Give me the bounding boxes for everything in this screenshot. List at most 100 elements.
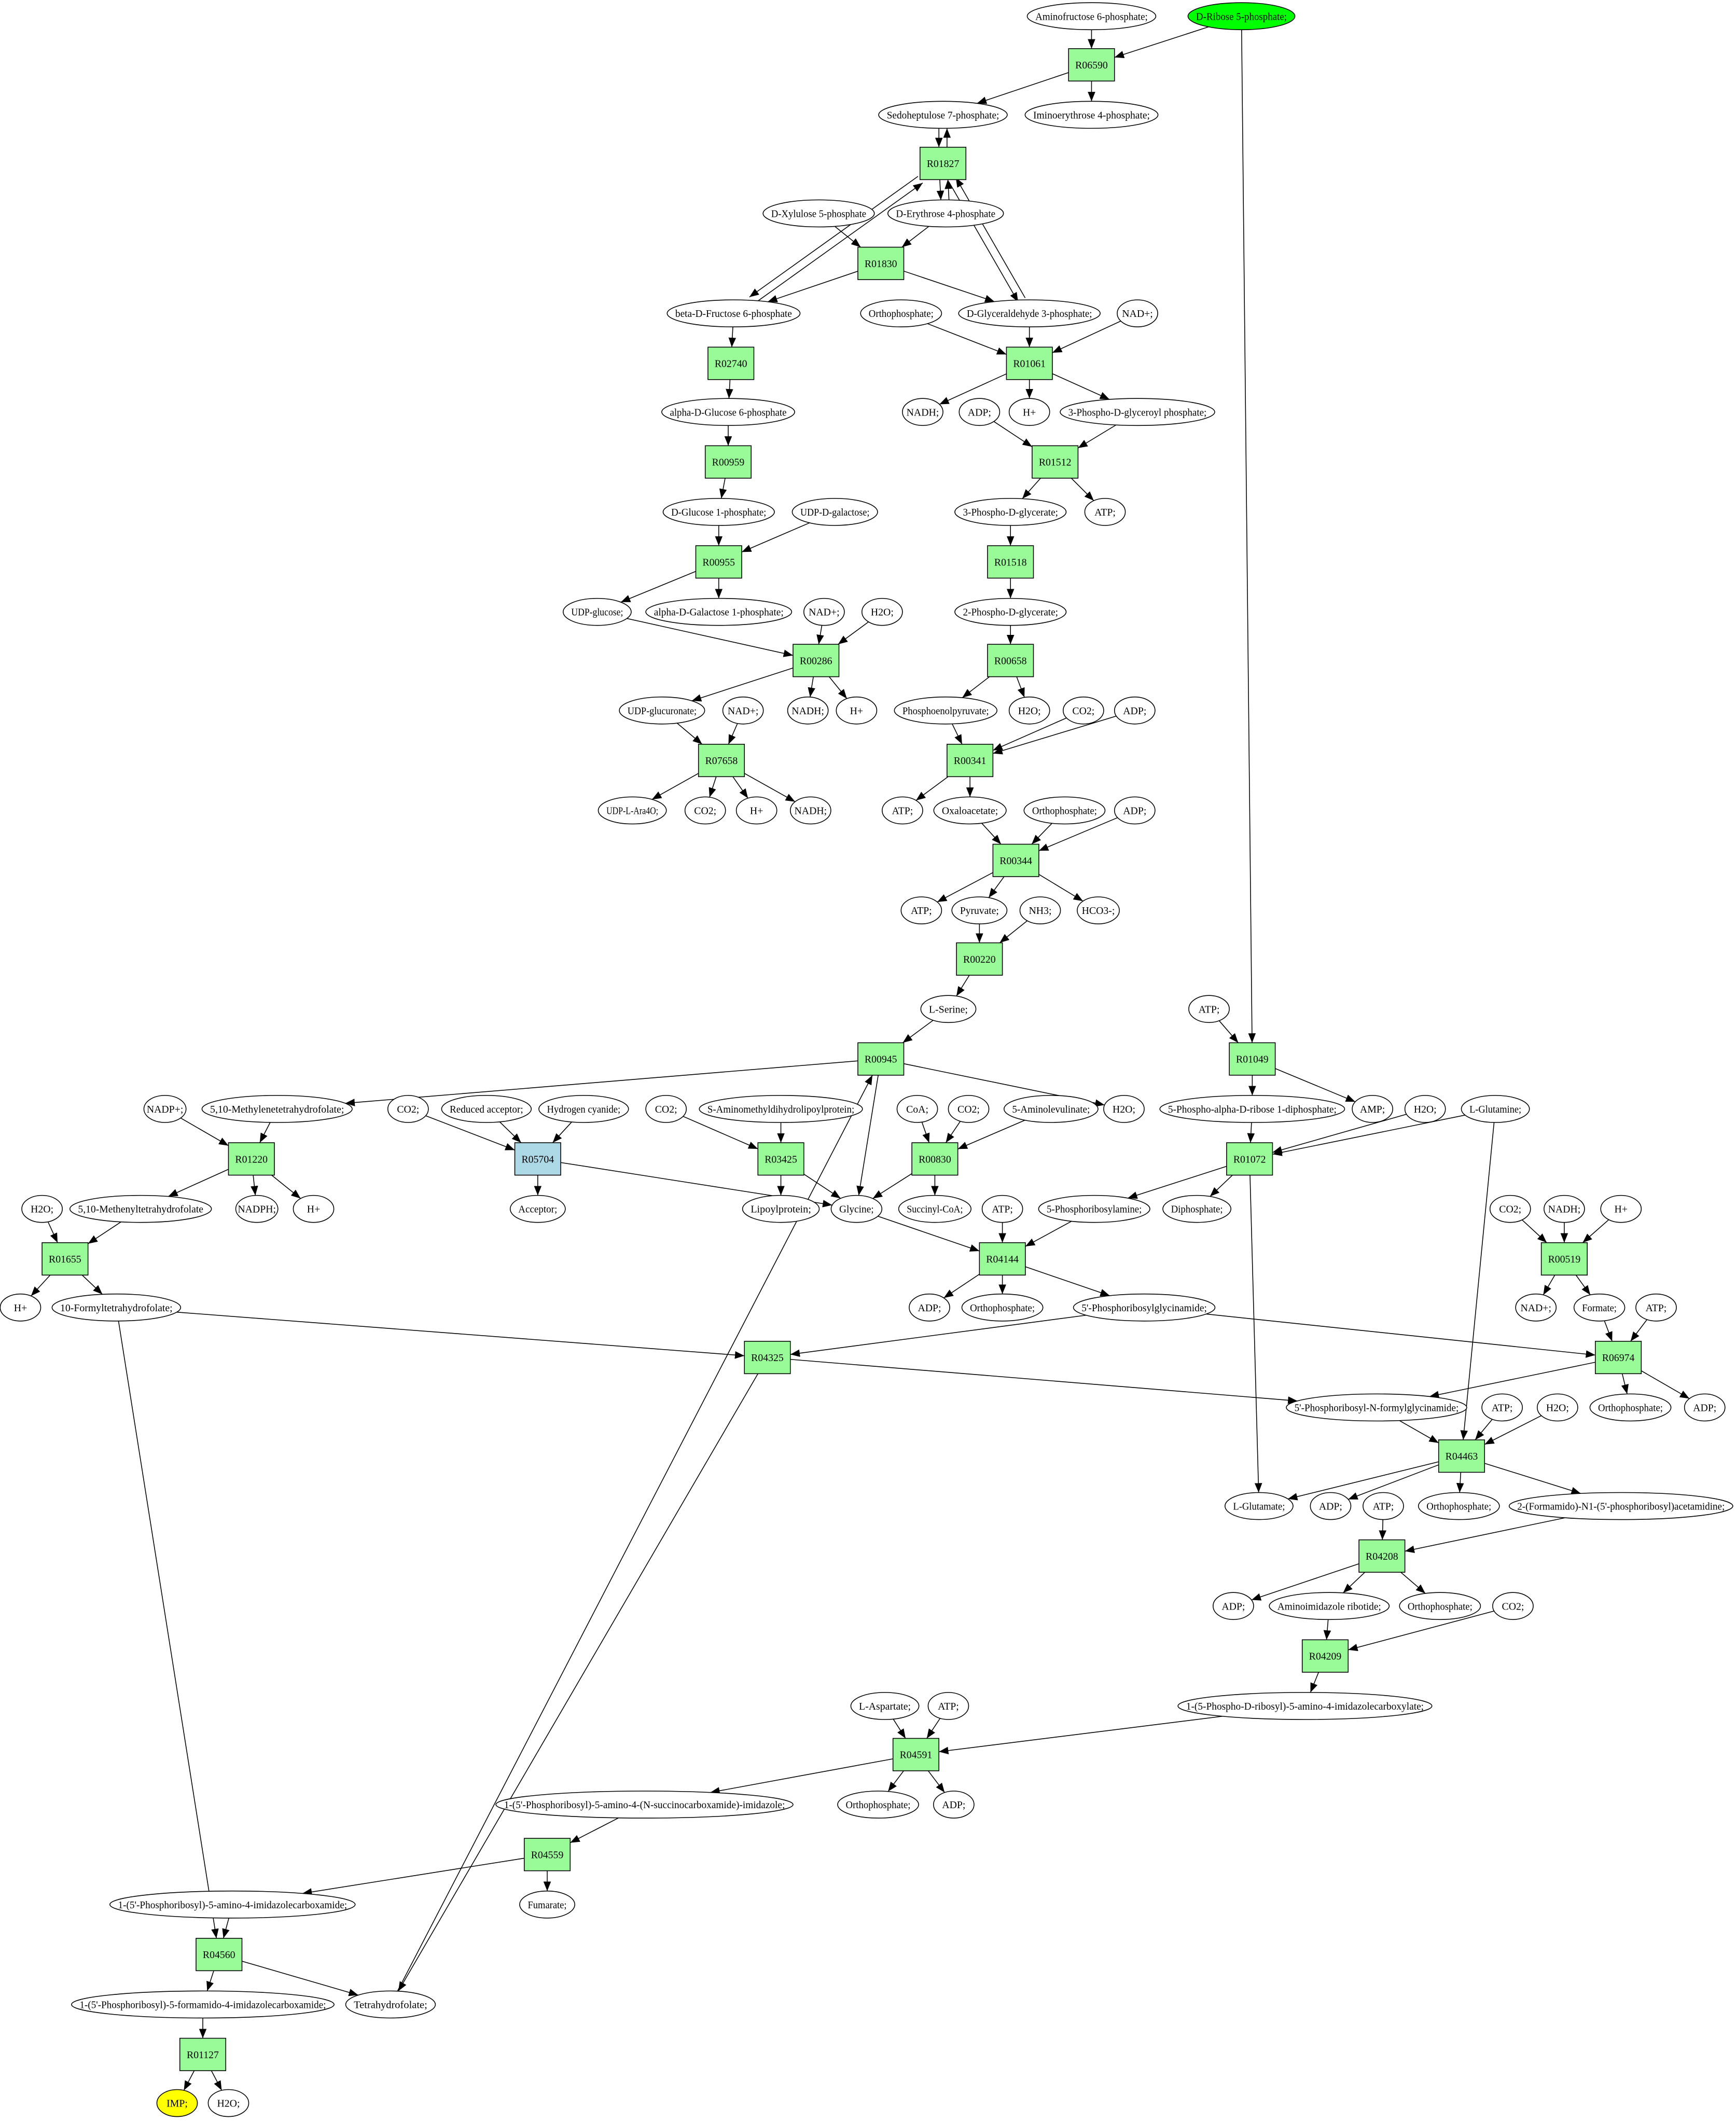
reaction-node-r00341[interactable]: R00341 (947, 744, 994, 778)
compound-node-hco3[interactable]: HCO3-; (1077, 896, 1120, 924)
compound-node-atp[interactable]: ATP; (882, 796, 923, 825)
compound-node-d-glucose-1-phosphate[interactable]: D-Glucose 1-phosphate; (662, 498, 775, 526)
compound-node-adp[interactable]: ADP; (1310, 1492, 1352, 1520)
compound-node-co2[interactable]: CO2; (1489, 1195, 1531, 1223)
compound-node-h[interactable]: H+ (1008, 398, 1050, 426)
compound-node-1-5-phosphoribosyl-5-formamido-4-imidazolecarboxamide[interactable]: 1-(5'-Phosphoribosyl)-5-formamido-4-imid… (71, 1990, 335, 2019)
compound-node-5-phosphoribosylamine[interactable]: 5-Phosphoribosylamine; (1038, 1195, 1150, 1223)
compound-node-atp[interactable]: ATP; (981, 1195, 1023, 1223)
compound-node-nadh[interactable]: NADH; (1544, 1195, 1585, 1223)
compound-node-atp[interactable]: ATP; (1635, 1293, 1677, 1322)
compound-node-10-formyltetrahydrofolate[interactable]: 10-Formyltetrahydrofolate; (51, 1293, 182, 1322)
compound-node-adp[interactable]: ADP; (1213, 1592, 1254, 1620)
compound-node-succinyl-coa[interactable]: Succinyl-CoA; (898, 1195, 971, 1223)
compound-node-nad[interactable]: NAD+; (1515, 1293, 1557, 1322)
compound-node-tetrahydrofolate[interactable]: Tetrahydrofolate; (345, 1990, 436, 2019)
reaction-node-r07658[interactable]: R07658 (698, 744, 745, 778)
compound-node-1-5-phosphoribosyl-5-amino-4-imidazolecarboxamide[interactable]: 1-(5'-Phosphoribosyl)-5-amino-4-imidazol… (109, 1890, 356, 1919)
reaction-node-r04325[interactable]: R04325 (744, 1341, 791, 1375)
compound-node-3-phospho-d-glyceroyl-phosphate[interactable]: 3-Phospho-D-glyceroyl phosphate; (1060, 398, 1215, 426)
compound-node-d-xylulose-5-phosphate[interactable]: D-Xylulose 5-phosphate (762, 199, 875, 228)
compound-node-orthophosphate[interactable]: Orthophosphate; (1418, 1492, 1500, 1520)
compound-node-5-phosphoribosylglycinamide[interactable]: 5'-Phosphoribosylglycinamide; (1073, 1293, 1216, 1322)
compound-node-atp[interactable]: ATP; (1188, 995, 1230, 1023)
compound-node-l-glutamate[interactable]: L-Glutamate; (1224, 1492, 1294, 1520)
compound-node-atp[interactable]: ATP; (927, 1692, 969, 1720)
compound-node-s-aminomethyldihydrolipoylprotein[interactable]: S-Aminomethyldihydrolipoylprotein; (699, 1095, 863, 1123)
compound-node-2-phospho-d-glycerate[interactable]: 2-Phospho-D-glycerate; (954, 598, 1067, 626)
compound-node-2-formamido-n1-5-phosphoribosyl-acetamidine[interactable]: 2-(Formamido)-N1-(5'-phosphoribosyl)acet… (1508, 1492, 1733, 1520)
compound-node-co2[interactable]: CO2; (1063, 696, 1104, 725)
compound-node-imp[interactable]: IMP; (156, 2089, 198, 2117)
compound-node-orthophosphate[interactable]: Orthophosphate; (1589, 1393, 1672, 1422)
compound-node-l-glutamine[interactable]: L-Glutamine; (1461, 1095, 1530, 1123)
compound-node-nad[interactable]: NAD+; (803, 598, 845, 626)
compound-node-adp[interactable]: ADP; (1684, 1393, 1726, 1422)
compound-node-glycine[interactable]: Glycine; (830, 1195, 883, 1223)
compound-node-adp[interactable]: ADP; (1114, 696, 1156, 725)
reaction-node-r00959[interactable]: R00959 (704, 445, 752, 479)
reaction-node-r04209[interactable]: R04209 (1301, 1639, 1349, 1673)
compound-node-h[interactable]: H+ (0, 1293, 41, 1322)
compound-node-h2o[interactable]: H2O; (1103, 1095, 1145, 1123)
compound-node-co2[interactable]: CO2; (1492, 1592, 1534, 1620)
compound-node-d-ribose-5-phosphate[interactable]: D-Ribose 5-phosphate; (1187, 2, 1296, 31)
compound-node-formate[interactable]: Formate; (1573, 1293, 1626, 1322)
compound-node-d-glyceraldehyde-3-phosphate[interactable]: D-Glyceraldehyde 3-phosphate; (958, 299, 1101, 327)
compound-node-nh3[interactable]: NH3; (1019, 896, 1061, 924)
compound-node-l-serine[interactable]: L-Serine; (920, 995, 977, 1023)
compound-node-h[interactable]: H+ (1600, 1195, 1642, 1223)
compound-node-nadh[interactable]: NADH; (787, 696, 829, 725)
compound-node-udp-d-galactose[interactable]: UDP-D-galactose; (791, 498, 878, 526)
compound-node-atp[interactable]: ATP; (900, 896, 942, 924)
compound-node-5-10-methylenetetrahydrofolate[interactable]: 5,10-Methylenetetrahydrofolate; (201, 1095, 353, 1123)
reaction-node-r00220[interactable]: R00220 (956, 942, 1003, 976)
compound-node-udp-l-ara4o[interactable]: UDP-L-Ara4O; (598, 796, 667, 825)
compound-node-iminoerythrose-4-phosphate[interactable]: Iminoerythrose 4-phosphate; (1024, 101, 1159, 129)
reaction-node-r00658[interactable]: R00658 (987, 644, 1034, 677)
compound-node-nadph[interactable]: NADPH; (235, 1195, 279, 1223)
compound-node-udp-glucose[interactable]: UDP-glucose; (562, 598, 632, 626)
compound-node-adp[interactable]: ADP; (909, 1293, 950, 1322)
compound-node-orthophosphate[interactable]: Orthophosphate; (1023, 796, 1106, 825)
compound-node-orthophosphate[interactable]: Orthophosphate; (860, 299, 942, 327)
compound-node-l-aspartate[interactable]: L-Aspartate; (850, 1692, 920, 1720)
compound-node-acceptor[interactable]: Acceptor; (509, 1195, 566, 1223)
compound-node-alpha-d-glucose-6-phosphate[interactable]: alpha-D-Glucose 6-phosphate (661, 398, 795, 426)
reaction-node-r00945[interactable]: R00945 (857, 1042, 905, 1076)
reaction-node-r00519[interactable]: R00519 (1540, 1242, 1588, 1276)
compound-node-reduced-acceptor[interactable]: Reduced acceptor; (441, 1095, 532, 1123)
reaction-node-r01127[interactable]: R01127 (179, 2037, 227, 2071)
compound-node-h2o[interactable]: H2O; (1404, 1095, 1446, 1123)
reaction-node-r06974[interactable]: R06974 (1595, 1341, 1642, 1375)
reaction-node-r00830[interactable]: R00830 (911, 1142, 959, 1176)
compound-node-3-phospho-d-glycerate[interactable]: 3-Phospho-D-glycerate; (954, 498, 1067, 526)
compound-node-co2[interactable]: CO2; (387, 1095, 429, 1123)
compound-node-5-phospho-alpha-d-ribose-1-diphosphate[interactable]: 5-Phospho-alpha-D-ribose 1-diphosphate; (1159, 1095, 1345, 1123)
compound-node-atp[interactable]: ATP; (1481, 1393, 1523, 1422)
compound-node-diphosphate[interactable]: Diphosphate; (1162, 1195, 1231, 1223)
compound-node-5-aminolevulinate[interactable]: 5-Aminolevulinate; (1003, 1095, 1099, 1123)
reaction-node-r01518[interactable]: R01518 (987, 545, 1034, 579)
reaction-node-r04560[interactable]: R04560 (196, 1938, 243, 1972)
compound-node-orthophosphate[interactable]: Orthophosphate; (1399, 1592, 1481, 1620)
reaction-node-r01830[interactable]: R01830 (857, 246, 905, 280)
reaction-node-r05704[interactable]: R05704 (514, 1142, 561, 1176)
compound-node-fumarate[interactable]: Fumarate; (519, 1890, 575, 1919)
compound-node-udp-glucuronate[interactable]: UDP-glucuronate; (619, 696, 705, 725)
compound-node-orthophosphate[interactable]: Orthophosphate; (961, 1293, 1044, 1322)
reaction-node-r04591[interactable]: R04591 (892, 1738, 939, 1771)
compound-node-co2[interactable]: CO2; (684, 796, 726, 825)
reaction-node-r06590[interactable]: R06590 (1068, 48, 1115, 82)
compound-node-lipoylprotein[interactable]: Lipoylprotein; (742, 1195, 820, 1223)
reaction-node-r04144[interactable]: R04144 (979, 1242, 1026, 1276)
compound-node-h2o[interactable]: H2O; (862, 598, 903, 626)
compound-node-alpha-d-galactose-1-phosphate[interactable]: alpha-D-Galactose 1-phosphate; (645, 598, 793, 626)
reaction-node-r01061[interactable]: R01061 (1006, 346, 1053, 380)
compound-node-5-10-methenyltetrahydrofolate[interactable]: 5,10-Methenyltetrahydrofolate (69, 1195, 212, 1223)
compound-node-nadh[interactable]: NADH; (902, 398, 943, 426)
compound-node-amp[interactable]: AMP; (1352, 1095, 1393, 1123)
compound-node-aminofructose-6-phosphate[interactable]: Aminofructose 6-phosphate; (1026, 2, 1157, 31)
compound-node-adp[interactable]: ADP; (959, 398, 1001, 426)
compound-node-aminoimidazole-ribotide[interactable]: Aminoimidazole ribotide; (1269, 1592, 1390, 1620)
